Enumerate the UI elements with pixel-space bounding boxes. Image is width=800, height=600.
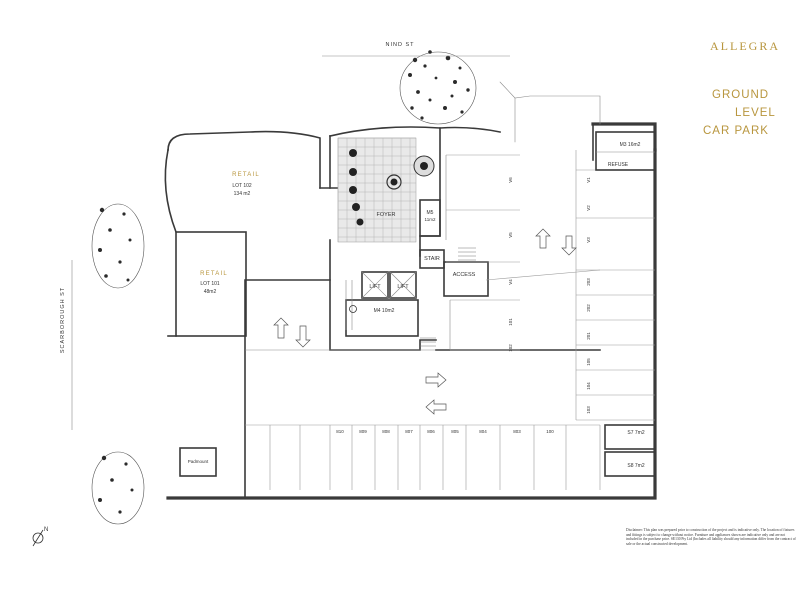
retail-101-name: RETAIL <box>200 271 228 277</box>
brand-logo: ALLEGRA <box>710 39 780 53</box>
access-label: ACCESS <box>453 272 476 278</box>
s7-label: S7 7m2 <box>627 430 644 436</box>
title-line-3: CAR PARK <box>703 125 769 137</box>
stair-label: STAIR <box>424 256 440 262</box>
bay-label: 104 <box>586 382 591 390</box>
bay-label: 808 <box>382 429 390 434</box>
bay-label: 102 <box>508 344 513 352</box>
tree-left-lower <box>91 451 145 525</box>
retail-101-area: 48m2 <box>204 289 217 295</box>
padmount <box>179 447 217 477</box>
bay-label: 105 <box>586 358 591 366</box>
bottom-bay-dividers <box>245 424 601 490</box>
middle-bay-dividers <box>446 154 601 351</box>
m5-area: 11m2 <box>425 217 436 222</box>
bay-label: 201 <box>586 332 591 340</box>
retail-102-lot: LOT 102 <box>232 183 252 189</box>
bay-label: 100 <box>546 429 554 434</box>
tree-top <box>399 50 477 125</box>
bay-label: 202 <box>586 304 591 312</box>
bay-label: 803 <box>513 429 521 434</box>
bay-label: 809 <box>359 429 367 434</box>
m5-label: M5 <box>427 210 434 216</box>
refuse-label: REFUSE <box>608 162 629 168</box>
bay-label: V2 <box>586 205 591 211</box>
retail-102-wall <box>167 130 321 189</box>
title-line-1: GROUND <box>712 89 769 101</box>
tree-left-upper <box>91 203 145 289</box>
bay-label: 804 <box>479 429 487 434</box>
s8-label: S8 7m2 <box>627 463 644 469</box>
bottom-bay-labels: 810 809 808 807 806 805 804 803 100 <box>336 429 554 434</box>
disclaimer-text: Disclaimer: This plan was prepared prior… <box>626 528 796 546</box>
retail-101-lot: LOT 101 <box>200 281 220 287</box>
bay-label: 810 <box>336 429 344 434</box>
bay-label: 806 <box>427 429 435 434</box>
title-line-2: LEVEL <box>735 107 776 119</box>
bay-label: V3 <box>586 237 591 243</box>
foyer-label: FOYER <box>377 212 396 218</box>
bay-label: V1 <box>586 177 591 183</box>
padmount-label: Padmount <box>188 459 209 464</box>
compass-icon: N <box>32 527 48 547</box>
bay-label: 101 <box>508 318 513 326</box>
boundary-wall <box>166 148 657 500</box>
m4-label: M4 10m2 <box>374 308 395 314</box>
retail-102-name: RETAIL <box>232 172 260 178</box>
retail-102-area: 134 m2 <box>234 191 251 197</box>
m3-label: M3 16m2 <box>620 142 641 148</box>
bay-label: V5 <box>508 232 513 238</box>
bay-label: V6 <box>508 177 513 183</box>
street-label-north: NIND ST <box>386 42 415 48</box>
bay-label: 807 <box>405 429 413 434</box>
bay-label: 103 <box>586 406 591 414</box>
compass-label: N <box>44 527 48 533</box>
bay-label: 805 <box>451 429 459 434</box>
bay-label: V4 <box>508 279 513 285</box>
retail-101-wall <box>175 231 247 337</box>
stair-treads <box>420 247 476 347</box>
street-label-west: SCARBOROUGH ST <box>60 287 66 353</box>
lift-a-label: LIFT <box>369 284 381 290</box>
traffic-arrows <box>273 228 577 415</box>
lift-b-label: LIFT <box>397 284 409 290</box>
bay-label: 203 <box>586 278 591 286</box>
